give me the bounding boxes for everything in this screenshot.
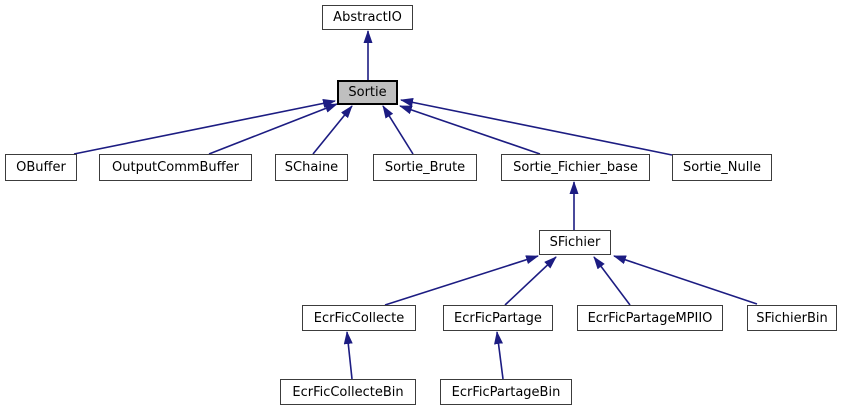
- class-node-label: EcrFicPartageMPIIO: [587, 310, 713, 326]
- class-node-SFichierBin[interactable]: SFichierBin: [747, 305, 837, 331]
- class-node-Sortie_Brute[interactable]: Sortie_Brute: [373, 154, 477, 181]
- class-node-label: EcrFicPartage: [454, 310, 542, 326]
- edge-SFichierBin-to-SFichier: [613, 255, 758, 305]
- class-node-EcrFicCollecteBin[interactable]: EcrFicCollecteBin: [280, 379, 416, 405]
- class-node-OBuffer[interactable]: OBuffer: [5, 154, 77, 181]
- class-node-label: EcrFicCollecteBin: [292, 384, 404, 400]
- class-node-label: Sortie_Nulle: [683, 160, 761, 175]
- edge-SChaine-to-Sortie: [312, 105, 353, 155]
- edge-EcrFicPartageMPIIO-to-SFichier: [593, 256, 631, 306]
- class-node-SFichier[interactable]: SFichier: [539, 230, 611, 255]
- edge-Sortie_Fichier_base-to-Sortie: [399, 105, 541, 155]
- class-node-Sortie_Fichier_base[interactable]: Sortie_Fichier_base: [501, 154, 650, 181]
- edge-EcrFicPartageBin-to-EcrFicPartage: [494, 331, 504, 380]
- class-node-label: Sortie_Fichier_base: [513, 160, 638, 175]
- class-node-OutputCommBuffer[interactable]: OutputCommBuffer: [99, 154, 252, 181]
- edge-OBuffer-to-Sortie: [73, 98, 336, 155]
- edge-OutputCommBuffer-to-Sortie: [208, 103, 338, 155]
- class-node-label: SFichier: [549, 235, 601, 250]
- class-node-label: SFichierBin: [756, 310, 828, 326]
- class-node-AbstractIO[interactable]: AbstractIO: [322, 5, 413, 30]
- class-node-label: SChaine: [284, 160, 339, 175]
- class-node-label: Sortie_Brute: [384, 160, 466, 175]
- class-node-label: Sortie: [348, 85, 387, 100]
- class-node-label: OutputCommBuffer: [112, 160, 239, 175]
- class-node-Sortie_Nulle[interactable]: Sortie_Nulle: [672, 154, 772, 181]
- class-node-SChaine[interactable]: SChaine: [275, 154, 348, 181]
- edge-EcrFicPartage-to-SFichier: [504, 256, 557, 306]
- edge-EcrFicCollecte-to-SFichier: [384, 255, 539, 306]
- class-node-label: AbstractIO: [333, 10, 402, 25]
- edge-Sortie_Nulle-to-Sortie: [400, 97, 673, 156]
- class-node-label: OBuffer: [16, 160, 66, 175]
- class-node-EcrFicPartageBin[interactable]: EcrFicPartageBin: [440, 379, 572, 405]
- class-node-EcrFicPartageMPIIO[interactable]: EcrFicPartageMPIIO: [577, 305, 723, 331]
- class-node-label: EcrFicCollecte: [313, 310, 405, 326]
- class-node-EcrFicCollecte[interactable]: EcrFicCollecte: [302, 305, 416, 331]
- edge-EcrFicCollecteBin-to-EcrFicCollecte: [343, 331, 353, 380]
- class-node-EcrFicPartage[interactable]: EcrFicPartage: [443, 305, 553, 331]
- class-node-Sortie: Sortie: [337, 80, 398, 105]
- edge-Sortie_Brute-to-Sortie: [382, 105, 414, 155]
- class-node-label: EcrFicPartageBin: [451, 384, 561, 400]
